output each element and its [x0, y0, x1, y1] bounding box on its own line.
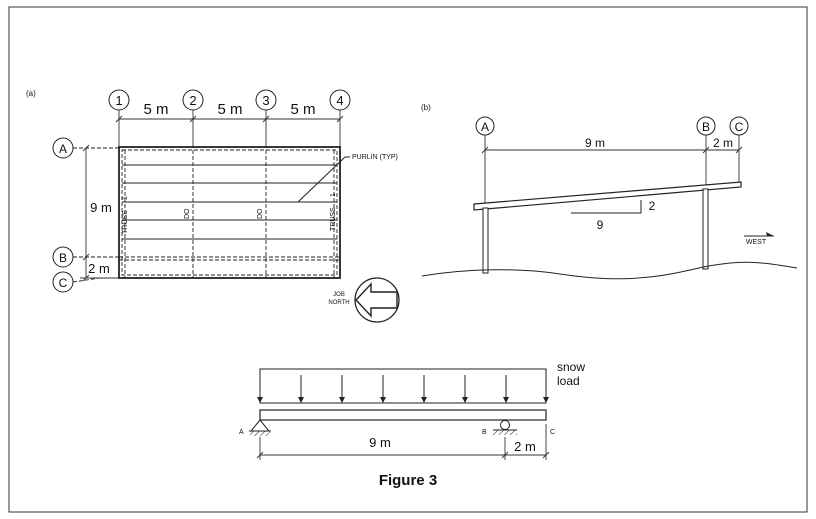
span-dimensions: 5 m 5 m 5 m: [115, 101, 344, 148]
figure-caption: Figure 3: [379, 472, 437, 489]
roof-inner-outline: [121, 149, 338, 276]
elev-grid-c: C: [735, 120, 744, 134]
grid-label-a: A: [59, 142, 67, 156]
trusses: TRUSS 1 DO DO TRUSS 1: [122, 150, 337, 278]
elevation-label: (b): [421, 103, 431, 112]
beam-model: snow load A B C 9 m 2 m: [239, 360, 585, 460]
grid-label-1: 1: [115, 93, 122, 108]
load-arrows: [257, 375, 549, 403]
truss-num-left: 1: [122, 196, 129, 200]
grid-label-c: C: [59, 276, 68, 290]
snow-load-block: [259, 368, 547, 404]
purlin-callout: PURLIN (TYP): [297, 154, 398, 203]
plan-row-dimensions: 9 m 2 m: [80, 144, 119, 282]
plan-label: (a): [26, 89, 36, 98]
roller-support-b: [493, 420, 517, 435]
north-label-line2: NORTH: [328, 300, 349, 306]
row-grid-bubbles: A B C: [52, 137, 119, 293]
purlins: [122, 164, 337, 240]
end-label-c: C: [550, 429, 555, 436]
span-1-2: 5 m: [143, 101, 168, 118]
snow-load-label-2: load: [557, 374, 580, 388]
truss-label-left: TRUSS: [122, 210, 129, 234]
west-arrow-icon: WEST: [744, 232, 774, 246]
grid-label-4: 4: [336, 93, 343, 108]
truss-label-right: TRUSS: [330, 207, 337, 231]
figure-frame: [8, 6, 808, 513]
column-a: [482, 207, 489, 274]
north-label-line1: JOB: [333, 292, 345, 298]
elev-grid-a: A: [481, 120, 489, 134]
support-label-a: A: [239, 429, 244, 436]
truss-label-mid-2: DO: [257, 208, 264, 219]
elev-grid-b: B: [702, 120, 710, 134]
pin-support-a: [249, 419, 271, 436]
grid-label-b: B: [59, 251, 67, 265]
span-2-3: 5 m: [217, 101, 242, 118]
elev-dim-bc: 2 m: [713, 136, 733, 150]
north-arrow-icon: JOB NORTH: [328, 277, 400, 323]
west-label: WEST: [746, 239, 767, 246]
span-3-4: 5 m: [290, 101, 315, 118]
slope-run: 9: [597, 218, 604, 232]
support-label-b: B: [482, 429, 487, 436]
sloped-roof: [473, 181, 742, 211]
purlin-label: PURLIN (TYP): [352, 154, 398, 161]
beam-dim-bc: 2 m: [514, 439, 536, 454]
plan-dim-bc: 2 m: [88, 261, 110, 276]
elevation-view: (b) A B C 9 m 2 m 2 9 WEST: [421, 103, 798, 280]
beam-dim-ab: 9 m: [369, 435, 391, 450]
ground-line: [421, 261, 798, 280]
column-b: [702, 188, 709, 270]
grid-label-2: 2: [189, 93, 196, 108]
plan-view: (a) 1 2 3 4 5 m 5 m 5 m: [26, 89, 400, 323]
grid-label-3: 3: [262, 93, 269, 108]
slope-rise: 2: [649, 199, 656, 213]
snow-load-label-1: snow: [557, 360, 585, 374]
plan-dim-ab: 9 m: [90, 200, 112, 215]
roof-outline: [118, 146, 341, 279]
truss-num-right: 1: [330, 193, 337, 197]
elev-dim-ab: 9 m: [585, 136, 605, 150]
beam: [259, 409, 547, 421]
truss-label-mid-1: DO: [184, 208, 191, 219]
